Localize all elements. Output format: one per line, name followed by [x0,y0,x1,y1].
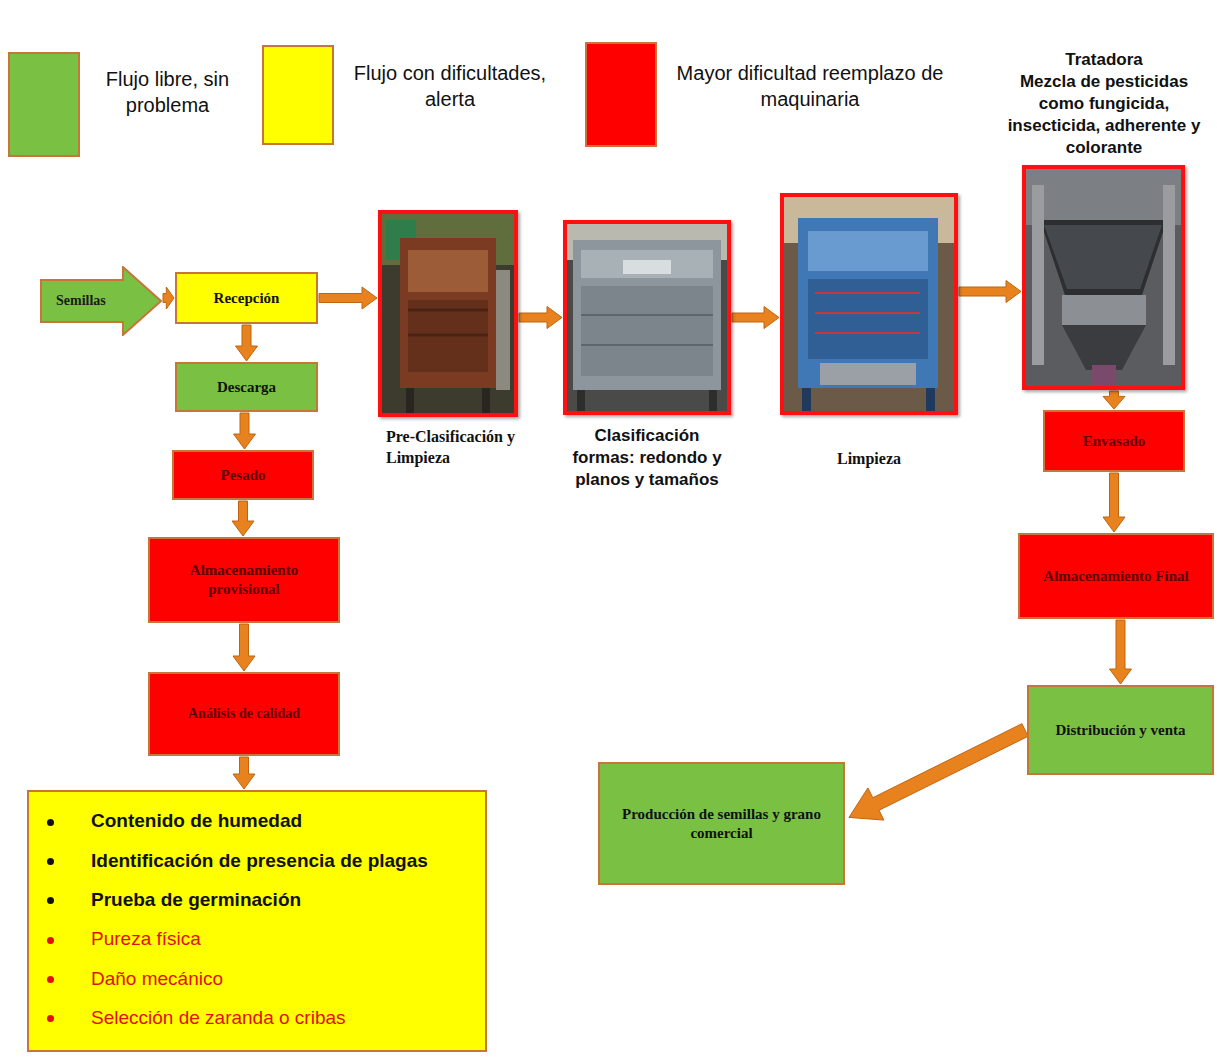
machine-photo [780,193,958,415]
process-box: Producción de semillas y grano comercial [598,762,845,885]
caption-body: Mezcla de pesticidas como fungicida, ins… [999,71,1209,159]
box-label: Producción de semillas y grano comercial [608,805,835,843]
machine-photo [1022,165,1185,390]
checklist-box: Contenido de humedadIdentificación de pr… [27,790,487,1052]
machine-caption: Limpieza [784,449,954,470]
process-box: Almacenamiento Final [1018,533,1214,619]
checklist-item: Identificación de presencia de plagas [91,850,475,873]
process-box: Distribución y venta [1027,685,1214,775]
box-label: Envasado [1083,432,1146,451]
box-label: Almacenamiento provisional [158,561,330,599]
bullet-dot [47,1015,54,1022]
process-box: Envasado [1043,410,1185,472]
flow-arrow [236,325,258,361]
start-arrow: Semillas [40,266,162,336]
flow-arrow [519,307,562,329]
caption-heading: Clasificación formas: redondo y planos y… [562,425,732,491]
flow-arrow [232,501,254,536]
item-text: Contenido de humedad [91,810,302,831]
item-text: Pureza física [91,928,201,949]
flow-arrow [233,757,255,789]
flow-arrow [849,724,1028,820]
legend-swatch [585,42,657,147]
legend-swatch [262,45,334,145]
flow-arrow [163,287,174,309]
flow-arrow [1103,391,1125,409]
flow-arrow [1103,473,1125,532]
caption-heading: Pre-Clasificación y Limpieza [386,427,536,469]
machine-photo [563,220,731,415]
machine-photo [378,210,518,417]
legend-swatch [8,52,80,157]
item-text: Selección de zaranda o cribas [91,1007,346,1028]
box-label: Descarga [217,378,276,397]
bullet-dot [47,976,54,983]
machine-frame: Limpieza [780,193,958,415]
flow-arrow [234,413,256,449]
item-text: Identificación de presencia de plagas [91,850,428,871]
process-box: Recepción [175,272,318,324]
checklist-item: Pureza física [91,928,475,951]
item-text: Daño mecánico [91,968,223,989]
machine-caption: Clasificación formas: redondo y planos y… [562,425,732,491]
legend-text: Flujo libre, sin problema [90,66,245,118]
caption-heading: Limpieza [784,449,954,470]
process-box: Almacenamiento provisional [148,537,340,623]
machine-caption: Pre-Clasificación y Limpieza [386,427,536,469]
box-label: Pesado [221,466,266,485]
bullet-dot [47,897,54,904]
checklist-item: Contenido de humedad [91,810,475,833]
machine-frame: Pre-Clasificación y Limpieza [378,210,518,417]
flow-arrow [959,281,1021,303]
arrow-label: Semillas [56,293,106,309]
box-label: Almacenamiento Final [1043,567,1188,586]
checklist-item: Selección de zaranda o cribas [91,1007,475,1030]
flow-arrow [233,624,255,671]
flow-arrow [1110,620,1132,684]
bullet-dot [47,819,54,826]
machine-frame: TratadoraMezcla de pesticidas como fungi… [1022,165,1185,390]
box-label: Análisis de calidad [188,705,300,723]
bullet-dot [47,858,54,865]
caption-heading: Tratadora [999,49,1209,71]
arrow-outline [41,267,161,335]
flow-arrow [319,287,377,309]
checklist-item: Daño mecánico [91,968,475,991]
machine-caption: TratadoraMezcla de pesticidas como fungi… [999,49,1209,159]
process-box: Pesado [172,450,314,500]
process-box: Descarga [175,362,318,412]
flow-arrow [732,307,779,329]
process-box: Análisis de calidad [148,672,340,756]
box-label: Distribución y venta [1055,721,1185,740]
item-text: Prueba de germinación [91,889,301,910]
legend-text: Mayor dificultad reemplazo de maquinaria [665,60,955,112]
checklist-item: Prueba de germinación [91,889,475,912]
box-label: Recepción [214,289,280,308]
bullet-dot [47,937,54,944]
legend-text: Flujo con dificultades, alerta [340,60,560,112]
machine-frame: Clasificación formas: redondo y planos y… [563,220,731,415]
